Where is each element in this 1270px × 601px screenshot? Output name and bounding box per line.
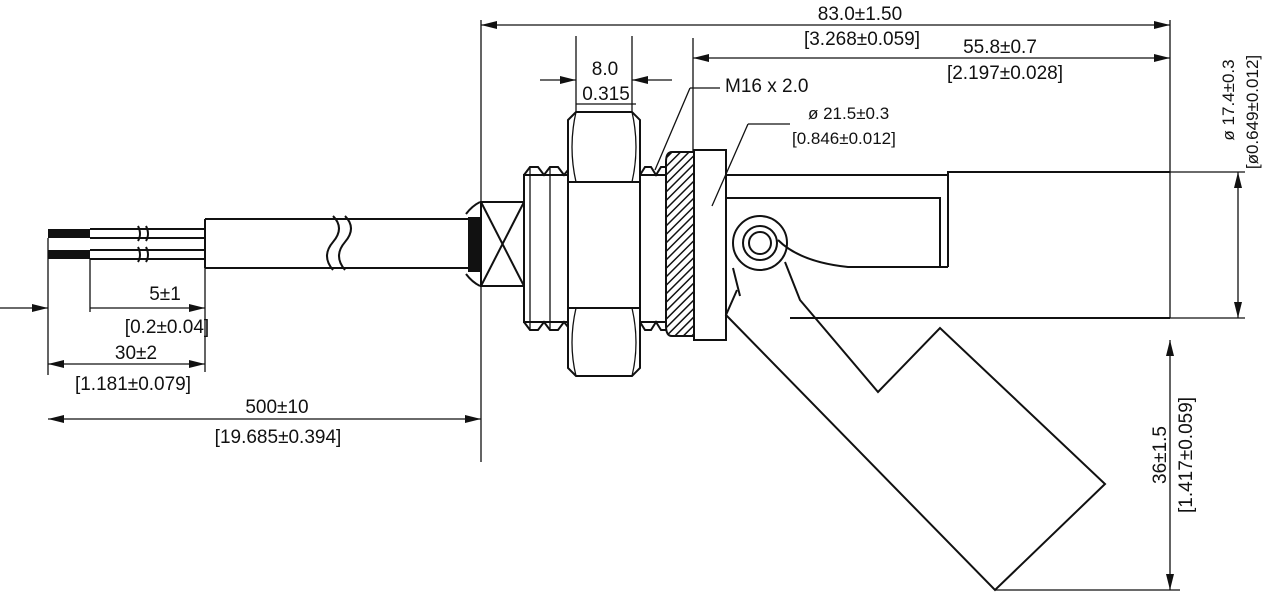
dim-float-length <box>693 54 1170 62</box>
cable-length-metric: 500±10 <box>245 397 308 418</box>
float-length-metric: 55.8±0.7 <box>963 37 1037 58</box>
dim-float-drop <box>1166 340 1174 590</box>
wire-strip-metric: 5±1 <box>149 284 181 305</box>
hex-nut <box>567 111 641 377</box>
left-thread <box>523 166 569 331</box>
overall-length-imperial: [3.268±0.059] <box>804 29 920 50</box>
flange-diameter-metric: ø 21.5±0.3 <box>808 104 889 123</box>
sealing-gasket <box>665 151 695 337</box>
wire-strip-imperial: [0.2±0.04] <box>125 317 209 338</box>
cable-gland <box>480 201 525 287</box>
thread-label: M16 x 2.0 <box>725 76 808 97</box>
pivot-pin <box>732 215 788 271</box>
leader-thread <box>654 87 720 171</box>
float-drop-imperial: [1.417±0.059] <box>1176 397 1197 513</box>
wire-lead-imperial: [1.181±0.079] <box>75 374 191 395</box>
dim-hex-width <box>540 76 672 105</box>
float-length-imperial: [2.197±0.028] <box>947 63 1063 84</box>
cable-jacket <box>204 201 481 287</box>
float-diameter-metric: ø 17.4±0.3 <box>1219 59 1238 140</box>
hex-width-metric: 8.0 <box>592 59 618 80</box>
overall-length-metric: 83.0±1.50 <box>818 4 902 25</box>
leader-flange <box>711 123 790 207</box>
dim-overall-length <box>481 21 1170 29</box>
float-diameter-imperial: [ø0.649±0.012] <box>1243 55 1262 169</box>
hex-width-imperial: 0.315 <box>582 84 630 105</box>
wire-leads <box>48 225 205 263</box>
float-housing <box>693 149 727 341</box>
dim-cable-length <box>48 415 481 423</box>
float-drop-metric: 36±1.5 <box>1150 426 1171 484</box>
wire-lead-metric: 30±2 <box>115 343 157 364</box>
flange-diameter-imperial: [0.846±0.012] <box>792 129 896 148</box>
dim-float-diameter <box>1234 172 1242 318</box>
extension-lines <box>47 20 1245 591</box>
float-arm-hanging <box>724 261 1107 592</box>
dim-wire-lead <box>48 360 205 368</box>
float-arm-upper <box>726 171 1170 319</box>
dim-wire-strip <box>0 304 205 312</box>
cable-length-imperial: [19.685±0.394] <box>215 427 342 448</box>
